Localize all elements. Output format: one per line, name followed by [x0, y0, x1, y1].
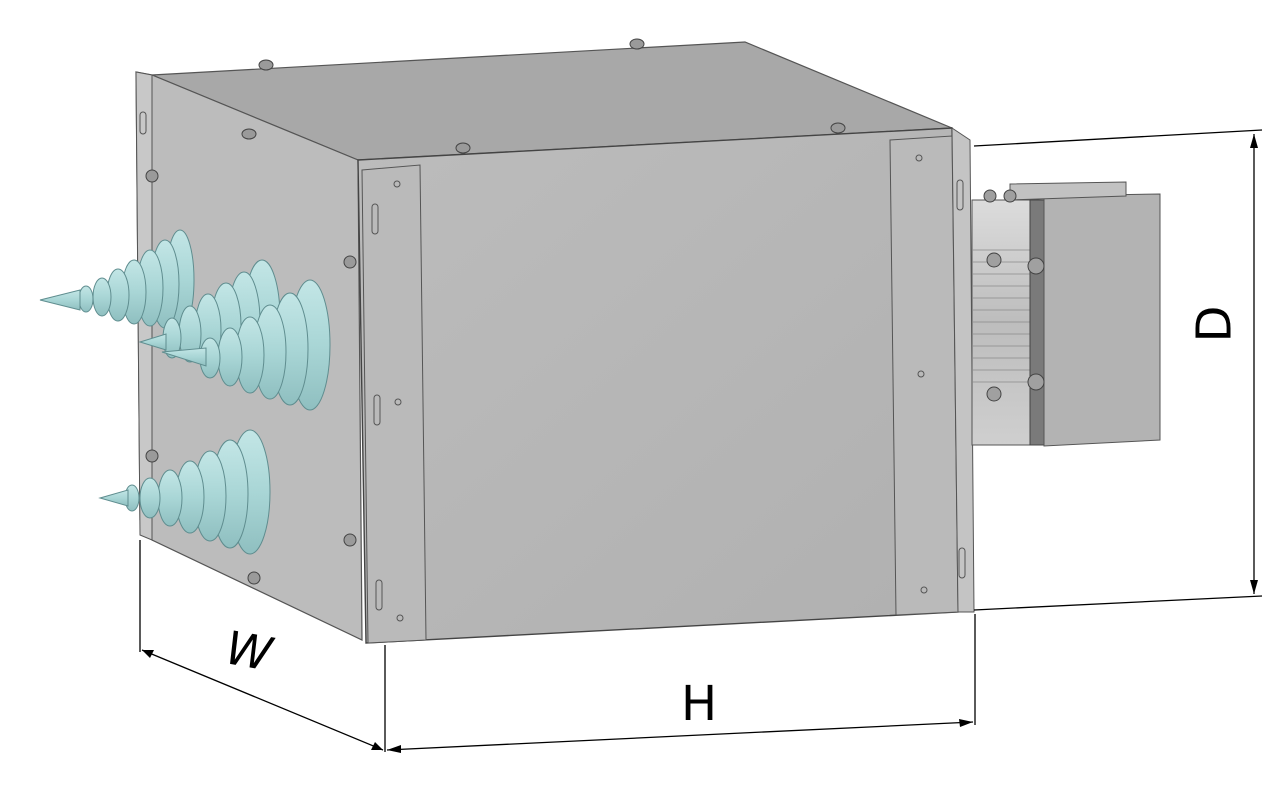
heatsink-fins: [971, 199, 1033, 446]
d-extension-line-top: [973, 129, 1263, 147]
h-arrow-left: [387, 745, 401, 753]
heatsink-bolts: [983, 189, 1045, 402]
d-arrow-top: [1250, 134, 1258, 148]
front-left-flange: [361, 164, 427, 644]
insulator-bushings: [39, 229, 331, 555]
h-arrow-right: [959, 719, 973, 727]
w-arrow-right: [371, 742, 383, 750]
heatsink-clamp-bar: [1029, 199, 1045, 446]
top-bolts: [241, 38, 846, 154]
side-bolts: [145, 169, 357, 585]
dimension-label-depth: D: [1186, 305, 1243, 343]
dimension-label-width: W: [221, 620, 276, 682]
enclosure-front-face: [357, 127, 959, 644]
h-dimension-line: [386, 721, 974, 751]
bushing-upper-1: [39, 229, 195, 331]
bushing-lower: [98, 429, 271, 555]
w-arrow-left: [142, 650, 154, 658]
dimension-label-height: H: [681, 676, 718, 732]
cooling-heatsink: [971, 181, 1161, 447]
d-extension-line-bottom: [973, 595, 1263, 611]
heatsink-back-plate: [1043, 193, 1161, 447]
dimension-arrowheads: [142, 134, 1258, 753]
d-arrow-bottom: [1250, 580, 1258, 594]
heatsink-fin-lines: [972, 249, 1030, 383]
right-mounting-flange: [951, 127, 975, 613]
dimension-lines: [139, 129, 1263, 752]
bushing-upper-3: [161, 279, 331, 411]
enclosure-box: [135, 38, 975, 644]
flange-slots: [139, 111, 966, 622]
w-dimension-line: [141, 649, 384, 751]
